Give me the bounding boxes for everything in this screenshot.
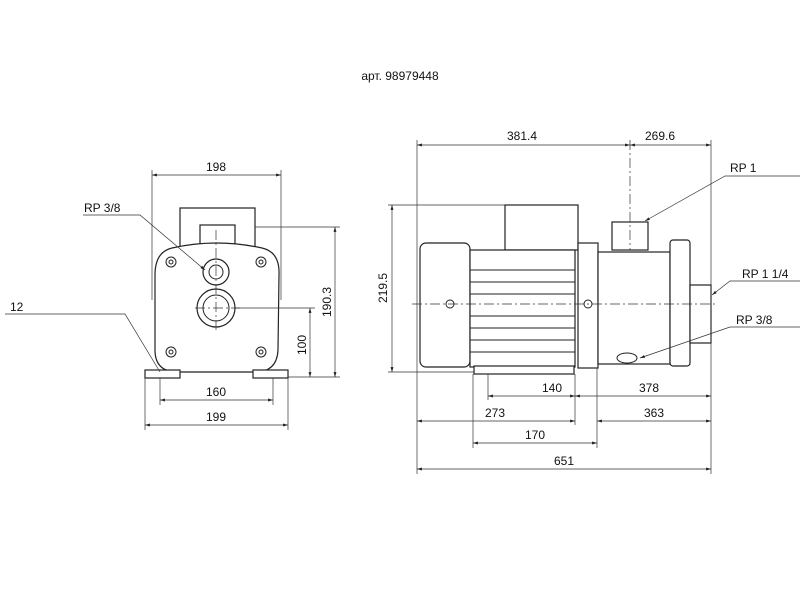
- motor-base: [473, 365, 575, 375]
- label-12: 12: [10, 300, 24, 314]
- label-rp-3-8-front: RP 3/8: [84, 201, 121, 215]
- dim-190-3: 190.3: [320, 287, 334, 317]
- front-view: 198 190.3 100 160 199 RP 3/8 12: [5, 160, 340, 430]
- fan-cover: [419, 242, 471, 368]
- drain-plug: [616, 352, 638, 364]
- pump-flange: [669, 239, 691, 367]
- dim-269-6: 269.6: [645, 129, 675, 143]
- dim-199: 199: [206, 410, 226, 424]
- dim-160: 160: [206, 385, 226, 399]
- dim-651: 651: [554, 454, 574, 468]
- dim-381-4: 381.4: [507, 129, 537, 143]
- label-rp-1: RP 1: [730, 161, 757, 175]
- side-view: 381.4 269.6 219.5 140 378 273 363 170 65…: [376, 129, 800, 474]
- dim-140: 140: [542, 381, 562, 395]
- dim-378: 378: [639, 381, 659, 395]
- cooling-fins: [470, 269, 575, 353]
- dim-198: 198: [206, 160, 226, 174]
- dim-363: 363: [644, 406, 664, 420]
- dim-273: 273: [485, 406, 505, 420]
- bolts: [165, 256, 267, 358]
- motor-terminal-box: [504, 204, 579, 251]
- dim-100: 100: [295, 335, 309, 355]
- pump-sleeve: [597, 251, 671, 365]
- foot-right: [252, 369, 289, 379]
- pump-bracket: [577, 242, 599, 369]
- article-title: арт. 98979448: [361, 69, 439, 83]
- motor-body: [469, 249, 576, 368]
- label-rp-1-1-4: RP 1 1/4: [742, 267, 789, 281]
- label-rp-3-8-side: RP 3/8: [736, 313, 773, 327]
- dim-170: 170: [525, 428, 545, 442]
- foot-left: [144, 369, 181, 379]
- dim-219-5: 219.5: [376, 273, 390, 303]
